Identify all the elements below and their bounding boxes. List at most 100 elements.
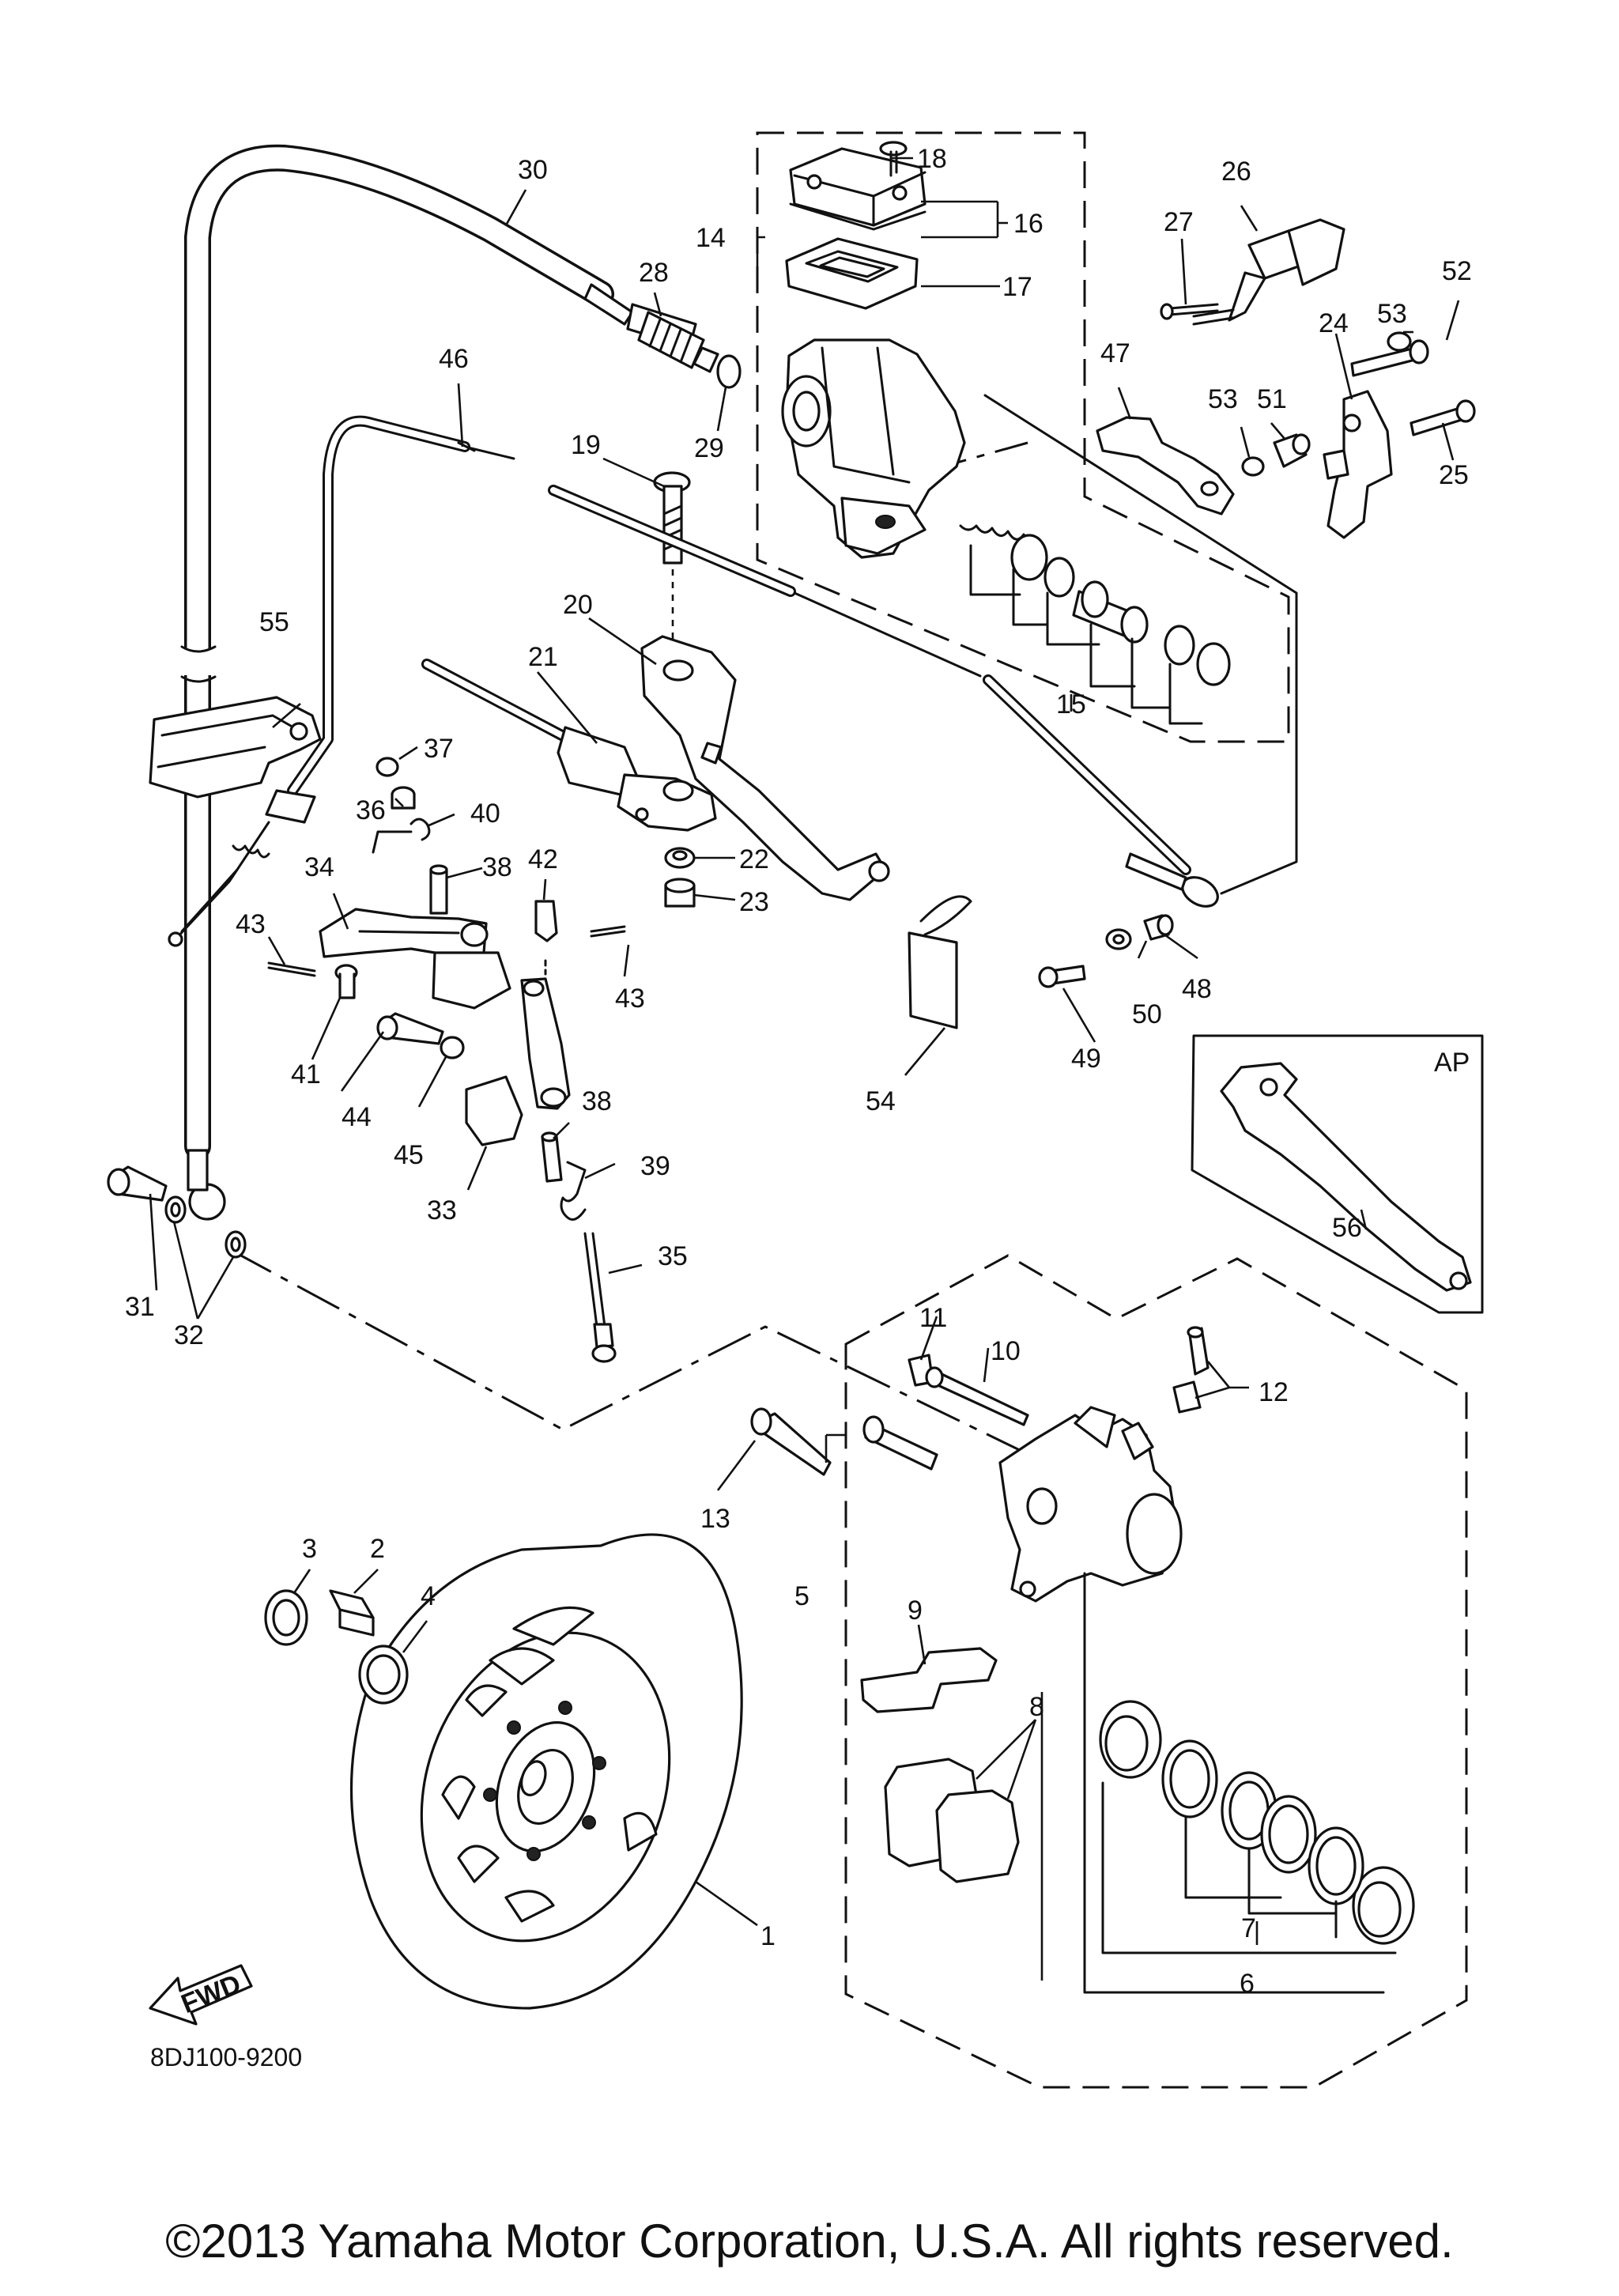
callout-38b: 38 bbox=[582, 1086, 612, 1116]
callout-3: 3 bbox=[302, 1534, 317, 1564]
fwd-arrow-icon: FWD bbox=[149, 1964, 253, 2026]
callout-28: 28 bbox=[639, 258, 669, 288]
callout-18: 18 bbox=[917, 144, 947, 174]
bolt-13b bbox=[862, 1415, 938, 1471]
washer-53a bbox=[1241, 456, 1265, 477]
callout-53b: 53 bbox=[1208, 384, 1238, 414]
callout-27: 27 bbox=[1164, 207, 1194, 237]
callout-43b: 43 bbox=[615, 984, 645, 1014]
callout-54: 54 bbox=[866, 1086, 896, 1116]
callout-22: 22 bbox=[739, 844, 769, 874]
bracket-line-master bbox=[983, 394, 1298, 895]
callout-numbers: 1 2 3 4 5 6 7 8 9 10 11 12 13 14 15 16 1… bbox=[125, 144, 1472, 1999]
callout-37: 37 bbox=[424, 734, 454, 764]
clevis-42 bbox=[534, 900, 558, 942]
washer-53b bbox=[1387, 331, 1412, 352]
reservoir-cap bbox=[789, 147, 926, 231]
callout-48: 48 bbox=[1182, 974, 1212, 1004]
callout-53a: 53 bbox=[1377, 299, 1407, 329]
copyright-notice: ©2013 Yamaha Motor Corporation, U.S.A. A… bbox=[165, 2215, 1454, 2268]
bolt-31 bbox=[107, 1165, 168, 1202]
washer-32a bbox=[164, 1195, 187, 1224]
collar-36 bbox=[391, 786, 416, 810]
bolt-49 bbox=[1038, 965, 1086, 988]
callout-50: 50 bbox=[1132, 999, 1162, 1029]
callout-15: 15 bbox=[1056, 689, 1086, 719]
callout-16: 16 bbox=[1013, 209, 1043, 239]
callout-40: 40 bbox=[470, 799, 500, 829]
nut-37 bbox=[376, 757, 399, 777]
brake-hose bbox=[178, 144, 697, 1221]
lever-link bbox=[520, 959, 571, 1110]
callout-8: 8 bbox=[1029, 1692, 1044, 1722]
plate-54 bbox=[908, 895, 972, 1029]
pedal-47 bbox=[1096, 416, 1235, 515]
callout-31: 31 bbox=[125, 1292, 155, 1322]
callout-56: 56 bbox=[1332, 1213, 1362, 1243]
callout-7: 7 bbox=[1241, 1913, 1256, 1943]
callout-35: 35 bbox=[658, 1241, 688, 1271]
callout-30: 30 bbox=[518, 155, 548, 185]
callout-52: 52 bbox=[1442, 256, 1472, 286]
brake-lever bbox=[640, 635, 890, 901]
brake-switch-26 bbox=[1192, 218, 1345, 326]
cotter-pin-43b bbox=[590, 925, 626, 938]
callout-6: 6 bbox=[1240, 1969, 1255, 1999]
collar-48 bbox=[1143, 914, 1174, 941]
banjo-bolt bbox=[637, 311, 719, 373]
callout-23: 23 bbox=[739, 887, 769, 917]
key-2 bbox=[329, 1589, 375, 1637]
callout-41: 41 bbox=[291, 1059, 321, 1089]
caliper-body bbox=[998, 1406, 1183, 1603]
bolt-41 bbox=[334, 964, 358, 999]
parking-cable bbox=[168, 415, 1219, 947]
footrest-33 bbox=[465, 1075, 523, 1146]
bleed-screw-12 bbox=[1172, 1326, 1210, 1414]
callout-55: 55 bbox=[259, 607, 289, 637]
callout-25: 25 bbox=[1439, 460, 1469, 490]
spring-40 bbox=[372, 818, 431, 854]
callout-29: 29 bbox=[694, 433, 724, 463]
bolt-44 bbox=[376, 1012, 444, 1045]
callout-2: 2 bbox=[370, 1534, 385, 1564]
callout-24: 24 bbox=[1319, 308, 1349, 338]
callout-13: 13 bbox=[700, 1504, 730, 1534]
spring-39 bbox=[560, 1161, 587, 1221]
piston-kit bbox=[959, 524, 1231, 725]
screw-18 bbox=[879, 141, 908, 177]
callout-42: 42 bbox=[528, 844, 558, 874]
pivot-bolt bbox=[653, 471, 691, 664]
circlip-3 bbox=[264, 1589, 308, 1646]
callout-5: 5 bbox=[794, 1581, 810, 1611]
nut-45 bbox=[440, 1036, 465, 1059]
pin-38a bbox=[429, 864, 448, 915]
callout-26: 26 bbox=[1221, 157, 1251, 187]
callout-43a: 43 bbox=[236, 909, 266, 939]
callout-36: 36 bbox=[356, 795, 386, 825]
group-outline-master-cylinder bbox=[756, 131, 1290, 743]
callout-34: 34 bbox=[304, 852, 334, 882]
callout-21: 21 bbox=[528, 642, 558, 672]
nut-23 bbox=[664, 878, 696, 908]
cable-21 bbox=[421, 659, 717, 832]
washer-32b bbox=[225, 1230, 247, 1259]
brake-pedal-arm bbox=[319, 908, 511, 1010]
callout-20: 20 bbox=[563, 590, 593, 620]
master-cylinder bbox=[781, 338, 966, 559]
bracket-24 bbox=[1323, 390, 1393, 539]
callout-49: 49 bbox=[1071, 1044, 1101, 1074]
collar-4 bbox=[358, 1645, 409, 1705]
bolt-52 bbox=[1350, 339, 1429, 377]
brake-pads-8 bbox=[884, 1758, 1020, 1883]
callout-44: 44 bbox=[342, 1102, 372, 1132]
washer-29 bbox=[716, 354, 742, 389]
callout-17: 17 bbox=[1002, 272, 1032, 302]
callout-32: 32 bbox=[174, 1320, 204, 1350]
callout-46: 46 bbox=[439, 344, 469, 374]
brake-disc bbox=[349, 1533, 743, 2010]
bolt-35 bbox=[583, 1232, 617, 1363]
pad-spring-9 bbox=[860, 1647, 998, 1713]
callout-45: 45 bbox=[394, 1140, 424, 1170]
lever-56 bbox=[1220, 1062, 1472, 1292]
